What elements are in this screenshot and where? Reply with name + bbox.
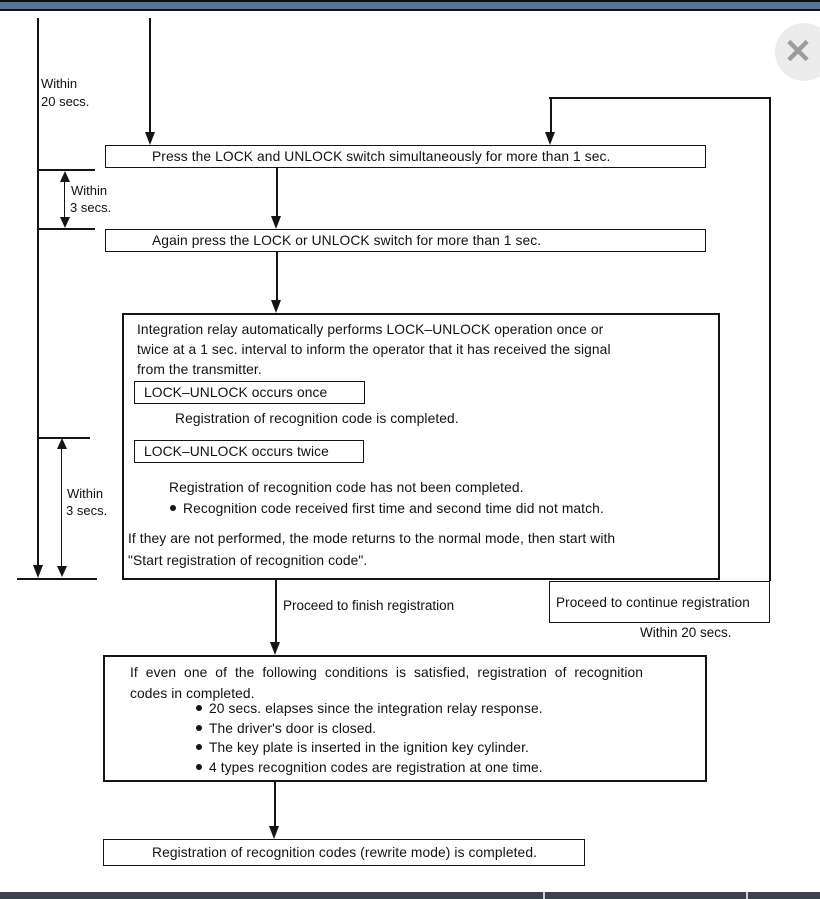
occurs-twice-box: LOCK–UNLOCK occurs twice [134, 440, 364, 463]
arrowhead-down-icon [271, 300, 281, 313]
within-20secs-label: Within [41, 76, 78, 91]
twice-detail-item: Recognition code received first time and… [170, 501, 604, 516]
close-button[interactable]: ✕ [775, 23, 820, 81]
condition-item: The driver's door is closed. [196, 721, 376, 736]
integration-note-line: "Start registration of recognition code"… [128, 553, 368, 568]
arrowhead-down-icon [545, 132, 555, 145]
within-3secs-lower-label: Within [67, 486, 104, 501]
integration-note: If they are not performed, the mode retu… [128, 528, 615, 572]
arrowhead-up-icon [59, 171, 70, 182]
occurs-once-text: LOCK–UNLOCK occurs once [144, 385, 328, 400]
connector-line [273, 782, 276, 827]
condition-text: The driver's door is closed. [209, 721, 377, 736]
arrowhead-down-icon [59, 217, 70, 228]
loop-line-drop [549, 97, 552, 133]
step-press-both-box: Press the LOCK and UNLOCK switch simulta… [105, 145, 706, 168]
integration-intro-line: from the transmitter. [137, 362, 262, 377]
entry-arrow-line [149, 18, 151, 134]
arrowhead-down-icon [32, 565, 43, 578]
connector-line [274, 580, 277, 643]
measure-tick [37, 169, 95, 171]
integration-intro-line: Integration relay automatically performs… [137, 322, 604, 337]
connector-line [275, 168, 278, 218]
completed-text: Registration of recognition codes (rewri… [152, 845, 538, 860]
step-press-again-box: Again press the LOCK or UNLOCK switch fo… [105, 229, 706, 252]
twice-result-text: Registration of recognition code has not… [169, 480, 524, 495]
proceed-finish-label: Proceed to finish registration [283, 598, 455, 613]
completed-box: Registration of recognition codes (rewri… [103, 839, 585, 866]
conditions-intro-line: codes in completed. [130, 685, 255, 701]
integration-intro: Integration relay automatically performs… [137, 320, 611, 380]
timing-line-20secs [37, 18, 39, 567]
bullet-icon [196, 705, 202, 711]
close-icon: ✕ [783, 33, 813, 71]
arrowhead-down-icon [56, 566, 67, 577]
conditions-intro-line: If even one of the following conditions … [130, 665, 644, 680]
column-divider [746, 892, 748, 899]
occurs-twice-text: LOCK–UNLOCK occurs twice [144, 444, 329, 459]
within-3secs-upper-label: 3 secs. [70, 200, 112, 215]
step-press-again-text: Again press the LOCK or UNLOCK switch fo… [152, 233, 542, 248]
step-press-both-text: Press the LOCK and UNLOCK switch simulta… [152, 149, 611, 164]
arrowhead-down-icon [144, 132, 155, 145]
within-3secs-upper-label: Within [71, 183, 108, 198]
condition-text: 4 types recognition codes are registrati… [209, 760, 543, 775]
integration-note-line: If they are not performed, the mode retu… [128, 531, 616, 546]
condition-text: 20 secs. elapses since the integration r… [209, 701, 543, 716]
measure-line-3secs [63, 176, 66, 222]
bullet-icon [196, 725, 202, 731]
conditions-intro: If even one of the following conditions … [130, 663, 643, 704]
proceed-continue-box: Proceed to continue registration [549, 581, 770, 623]
integration-intro-line: twice at a 1 sec. interval to inform the… [137, 342, 611, 357]
occurs-once-box: LOCK–UNLOCK occurs once [134, 381, 365, 404]
condition-item: 20 secs. elapses since the integration r… [196, 701, 543, 716]
measure-line-3secs [60, 444, 63, 568]
arrowhead-up-icon [56, 438, 67, 449]
bullet-icon [196, 744, 202, 750]
within-3secs-lower-label: 3 secs. [66, 503, 108, 518]
loop-line-right [768, 97, 771, 581]
timing-baseline [17, 578, 97, 580]
within-20secs-label: 20 secs. [41, 94, 90, 109]
bottom-table-header-bar [0, 892, 820, 899]
column-divider [543, 892, 545, 899]
loop-line-top [549, 97, 771, 99]
measure-tick [37, 437, 90, 439]
arrowhead-down-icon [270, 642, 280, 655]
conditions-box: If even one of the following conditions … [103, 655, 707, 782]
measure-tick [37, 228, 95, 230]
condition-item: The key plate is inserted in the ignitio… [196, 740, 529, 755]
arrowhead-down-icon [269, 826, 279, 839]
bullet-icon [170, 505, 176, 511]
arrowhead-down-icon [271, 216, 281, 229]
connector-line [275, 252, 278, 301]
top-divider-bar [0, 0, 820, 11]
twice-detail-text: Recognition code received first time and… [183, 501, 604, 516]
condition-text: The key plate is inserted in the ignitio… [209, 740, 529, 755]
once-result-text: Registration of recognition code is comp… [175, 411, 459, 426]
condition-item: 4 types recognition codes are registrati… [196, 760, 543, 775]
bullet-icon [196, 764, 202, 770]
integration-relay-box: Integration relay automatically performs… [122, 313, 720, 580]
proceed-continue-text: Proceed to continue registration [556, 594, 750, 610]
within-20secs-right-label: Within 20 secs. [640, 625, 732, 640]
